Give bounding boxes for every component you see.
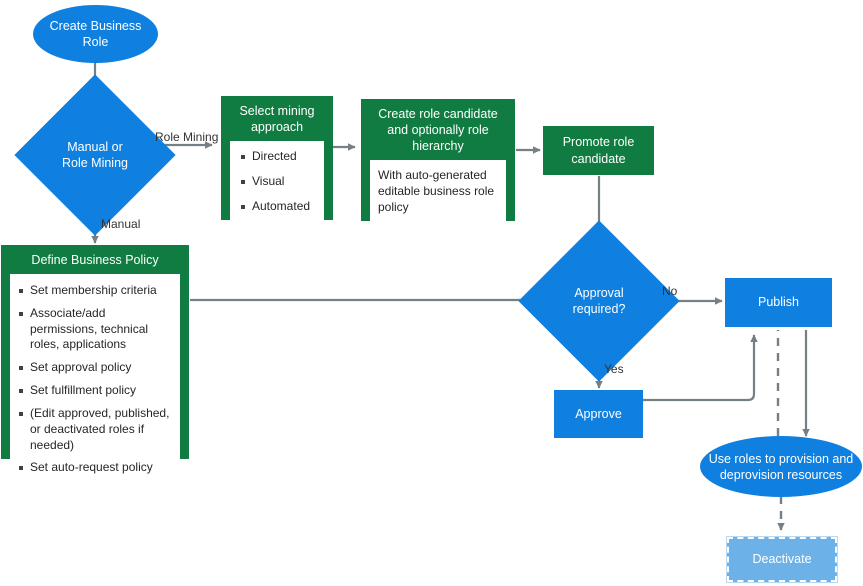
- node-select-mining-approach-body: Directed Visual Automated: [230, 141, 324, 232]
- node-select-mining-approach-title: Select mining approach: [239, 104, 315, 134]
- node-create-role-candidate-title: Create role candidate and optionally rol…: [378, 107, 498, 153]
- node-define-business-policy[interactable]: Define Business Policy Set membership cr…: [1, 245, 189, 486]
- node-manual-or-role-mining-label: Manual or Role Mining: [38, 139, 152, 172]
- list-item: Visual: [238, 174, 316, 190]
- node-deactivate-label: Deactivate: [752, 552, 812, 567]
- list-item: Set membership criteria: [16, 283, 174, 299]
- edge-label-role-mining: Role Mining: [155, 130, 219, 144]
- list-item: Directed: [238, 149, 316, 165]
- node-select-mining-approach[interactable]: Select mining approach Directed Visual A…: [221, 96, 333, 232]
- node-publish[interactable]: Publish: [725, 278, 832, 327]
- node-approval-required[interactable]: Approval required?: [518, 220, 680, 382]
- business-policy-bullet-list: Set membership criteria Associate/add pe…: [16, 283, 174, 476]
- node-approve-label: Approve: [575, 406, 622, 421]
- node-create-business-role[interactable]: Create Business Role: [33, 5, 158, 63]
- edge-approve-to-publish: [643, 334, 758, 402]
- mining-approach-bullet-list: Directed Visual Automated: [238, 149, 316, 223]
- decision-line-1: Approval: [574, 285, 624, 300]
- node-create-business-role-label: Create Business Role: [49, 19, 142, 49]
- node-publish-label: Publish: [758, 295, 799, 310]
- edge-label-no: No: [662, 284, 678, 298]
- edge-label-manual: Manual: [101, 217, 141, 231]
- list-item: Associate/add permissions, technical rol…: [16, 306, 174, 353]
- node-promote-role-candidate-label: Promote role candidate: [562, 135, 635, 166]
- list-item: Automated: [238, 199, 316, 215]
- node-deactivate[interactable]: Deactivate: [726, 536, 838, 583]
- node-promote-role-candidate[interactable]: Promote role candidate: [543, 126, 654, 175]
- decision-line-2: required?: [572, 302, 626, 316]
- node-approval-required-label: Approval required?: [542, 285, 656, 318]
- list-item: Set auto-request policy: [16, 460, 174, 476]
- decision-line-2: Role Mining: [61, 156, 128, 170]
- create-role-candidate-text: With auto-generated editable business ro…: [378, 168, 495, 214]
- list-item: Set approval policy: [16, 360, 174, 376]
- list-item: (Edit approved, published, or deactivate…: [16, 406, 174, 453]
- edge-label-yes: Yes: [604, 362, 624, 376]
- node-create-role-candidate-body: With auto-generated editable business ro…: [370, 160, 506, 224]
- decision-line-1: Manual or: [67, 139, 123, 154]
- list-item: Set fulfillment policy: [16, 383, 174, 399]
- node-define-business-policy-title: Define Business Policy: [31, 253, 159, 267]
- node-create-role-candidate[interactable]: Create role candidate and optionally rol…: [361, 99, 515, 224]
- node-approve[interactable]: Approve: [554, 390, 643, 438]
- node-manual-or-role-mining[interactable]: Manual or Role Mining: [14, 74, 176, 236]
- node-use-roles[interactable]: Use roles to provision and deprovision r…: [700, 436, 862, 497]
- node-define-business-policy-body: Set membership criteria Associate/add pe…: [10, 274, 180, 486]
- node-use-roles-label: Use roles to provision and deprovision r…: [708, 451, 854, 482]
